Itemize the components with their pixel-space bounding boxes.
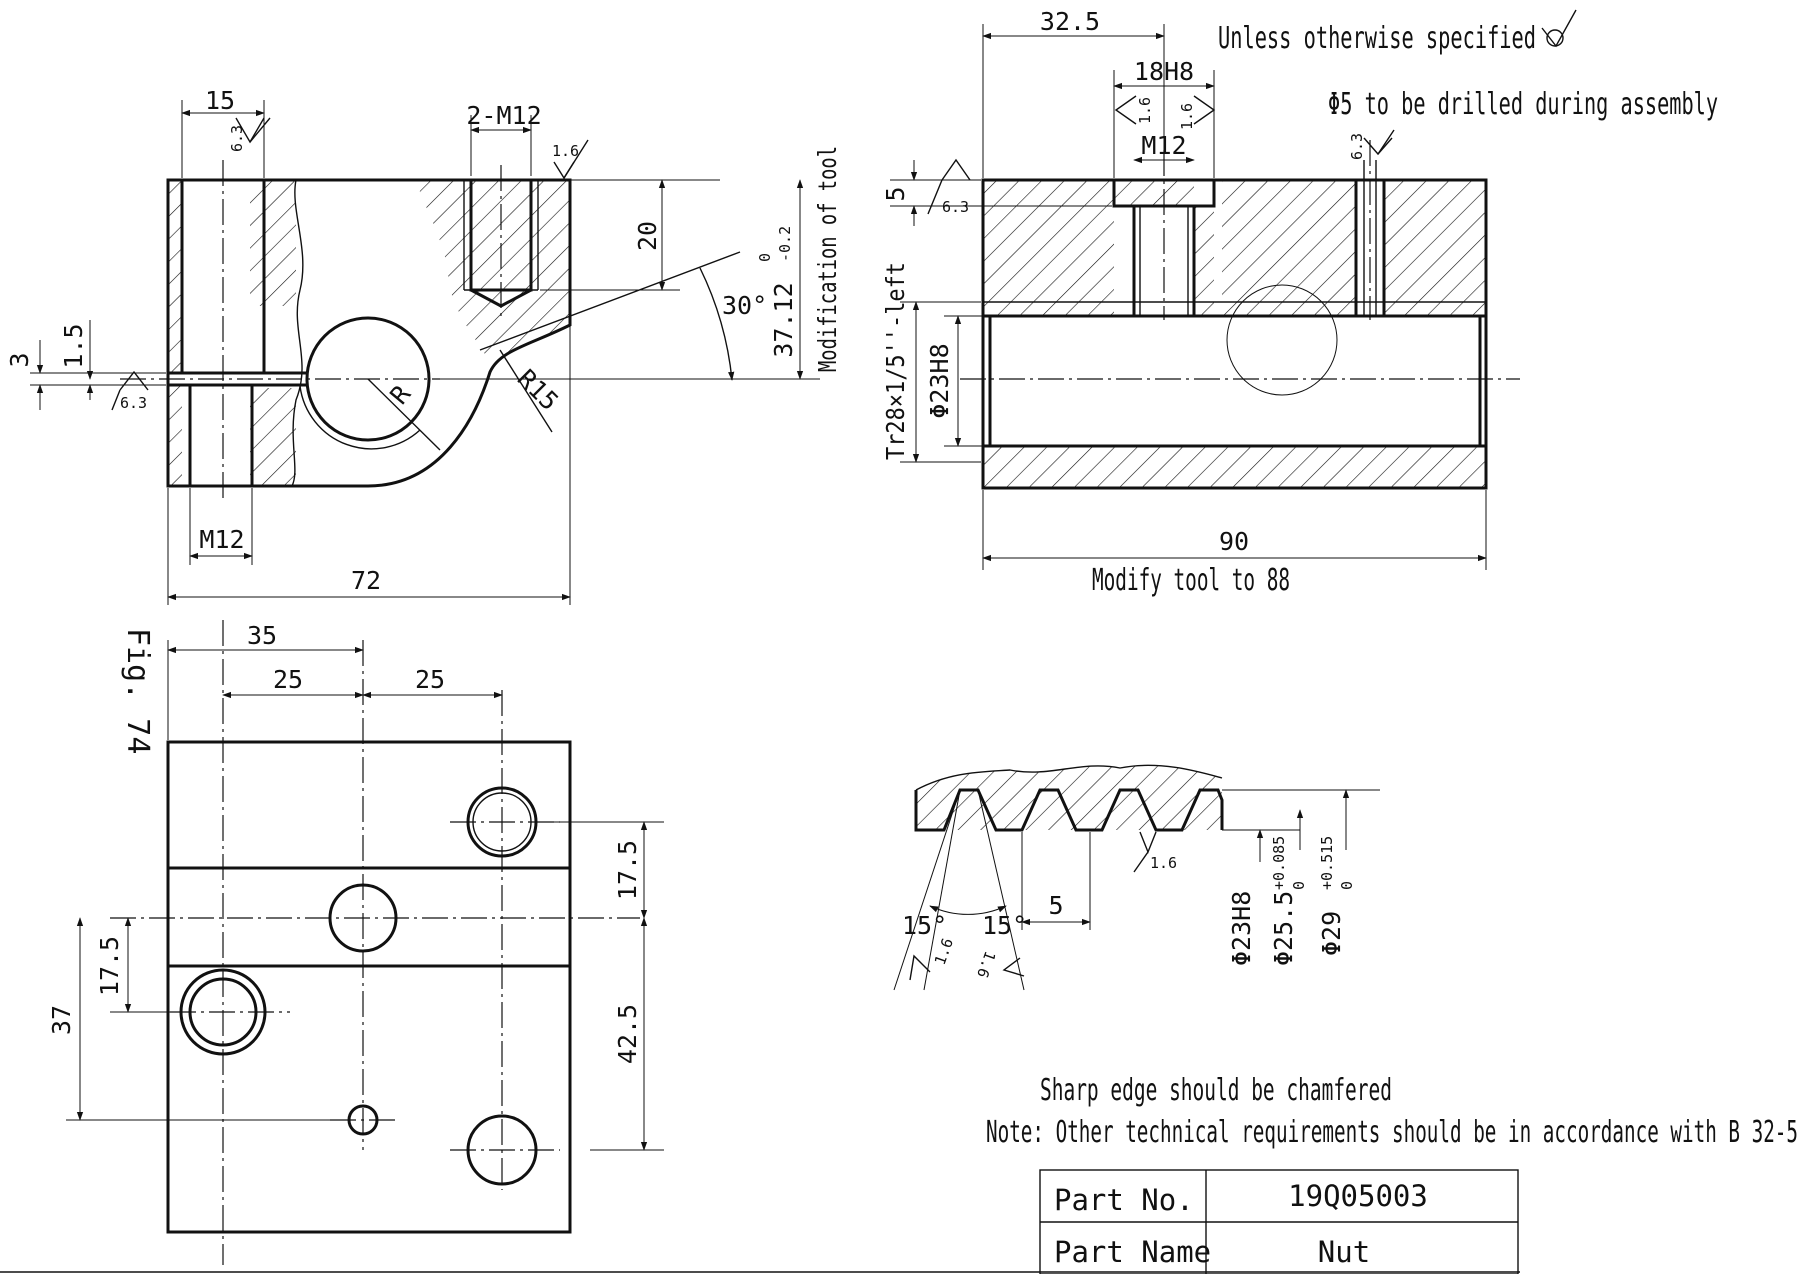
thread-angle-right: 15° bbox=[982, 911, 1027, 940]
thread-detail: 15° 15° 5 1.6 1.6 1.6 Φ23H8 Φ25.5 +0.085… bbox=[893, 764, 1380, 991]
finish-side-b: 1.6 bbox=[1178, 103, 1196, 130]
technical-requirements-note: Note: Other technical requirements shoul… bbox=[986, 1115, 1798, 1150]
finish-front-b: 1.6 bbox=[552, 142, 579, 160]
dim-plan-25a: 25 bbox=[273, 665, 303, 694]
thread-dia-pitch-tol-up: +0.085 bbox=[1270, 836, 1288, 890]
part-name-label: Part Name bbox=[1054, 1235, 1211, 1269]
finish-side-d: 6.3 bbox=[1348, 133, 1366, 160]
dim-plan-42-5: 42.5 bbox=[613, 1004, 642, 1064]
dim-front-20: 20 bbox=[633, 221, 662, 251]
part-no-value: 19Q05003 bbox=[1288, 1179, 1428, 1213]
plan-view: 35 25 25 17.5 42.5 17.5 37 bbox=[47, 620, 664, 1265]
finish-front-c: 6.3 bbox=[120, 394, 147, 412]
dim-front-1-5: 1.5 bbox=[59, 323, 88, 368]
dim-front-height-tol-up: 0 bbox=[756, 253, 774, 262]
drill-note: Φ5 to be drilled during assembly bbox=[1328, 87, 1718, 122]
dim-front-30deg: 30° bbox=[722, 291, 767, 320]
dim-plan-17-5-right: 17.5 bbox=[613, 840, 642, 900]
part-no-label: Part No. bbox=[1054, 1183, 1194, 1217]
dim-plan-25b: 25 bbox=[415, 665, 445, 694]
dim-plan-35: 35 bbox=[247, 621, 277, 650]
dim-side-m12: M12 bbox=[1141, 131, 1186, 160]
part-name-value: Nut bbox=[1318, 1235, 1370, 1269]
thread-finish-c: 1.6 bbox=[1150, 854, 1177, 872]
dim-front-15: 15 bbox=[205, 86, 235, 115]
dim-side-length-note: Modify tool to 88 bbox=[1092, 563, 1290, 598]
thread-dia-major-tol-up: +0.515 bbox=[1318, 836, 1336, 890]
dim-side-90: 90 bbox=[1219, 527, 1249, 556]
dim-side-tr28: Tr28×1/5''-left bbox=[881, 262, 910, 460]
thread-dia-pitch-tol-low: 0 bbox=[1290, 881, 1308, 890]
title-block: Part No. 19Q05003 Part Name Nut bbox=[1039, 1169, 1519, 1274]
dim-front-72: 72 bbox=[351, 566, 381, 595]
thread-dia-pitch: Φ25.5 bbox=[1269, 891, 1298, 966]
dim-front-m12: M12 bbox=[199, 525, 244, 554]
finish-side-a: 1.6 bbox=[1136, 97, 1154, 124]
dim-front-3: 3 bbox=[5, 352, 34, 367]
thread-dia-major-tol-low: 0 bbox=[1338, 881, 1356, 890]
dim-side-18h8: 18H8 bbox=[1134, 57, 1194, 86]
dim-front-height-note: Modification of tool bbox=[813, 146, 842, 372]
thread-dia-minor: Φ23H8 bbox=[1227, 891, 1256, 966]
figure-label: Fig. 74 bbox=[120, 628, 155, 754]
front-view: 15 2-M12 20 30° 37.12 0 -0.2 Modificatio… bbox=[5, 86, 842, 605]
dim-front-2m12: 2-M12 bbox=[466, 101, 541, 130]
label-front-r15: R15 bbox=[512, 364, 564, 416]
label-front-r: R bbox=[384, 379, 416, 410]
thread-finish-b: 1.6 bbox=[973, 949, 999, 981]
finish-front-a: 6.3 bbox=[228, 125, 246, 152]
dim-front-height-tol-low: -0.2 bbox=[776, 226, 794, 262]
dim-plan-37: 37 bbox=[47, 1005, 76, 1035]
dim-side-32-5: 32.5 bbox=[1040, 7, 1100, 36]
dim-side-5: 5 bbox=[881, 186, 910, 201]
finish-side-c: 6.3 bbox=[942, 198, 969, 216]
dim-plan-17-5-left: 17.5 bbox=[95, 936, 124, 996]
chamfer-note: Sharp edge should be chamfered bbox=[1040, 1073, 1392, 1108]
thread-angle-left: 15° bbox=[902, 911, 947, 940]
thread-pitch: 5 bbox=[1048, 891, 1063, 920]
dim-front-height: 37.12 bbox=[769, 282, 798, 357]
dim-side-phi23h8: Φ23H8 bbox=[925, 343, 954, 418]
general-finish-note: Unless otherwise specified bbox=[1218, 21, 1536, 56]
thread-dia-major: Φ29 bbox=[1317, 911, 1346, 956]
thread-finish-a: 1.6 bbox=[931, 936, 957, 968]
finish-check-icon bbox=[1541, 9, 1577, 48]
side-view: 32.5 18H8 M12 5 Tr28×1/5''-left Φ23H8 90… bbox=[881, 7, 1520, 598]
